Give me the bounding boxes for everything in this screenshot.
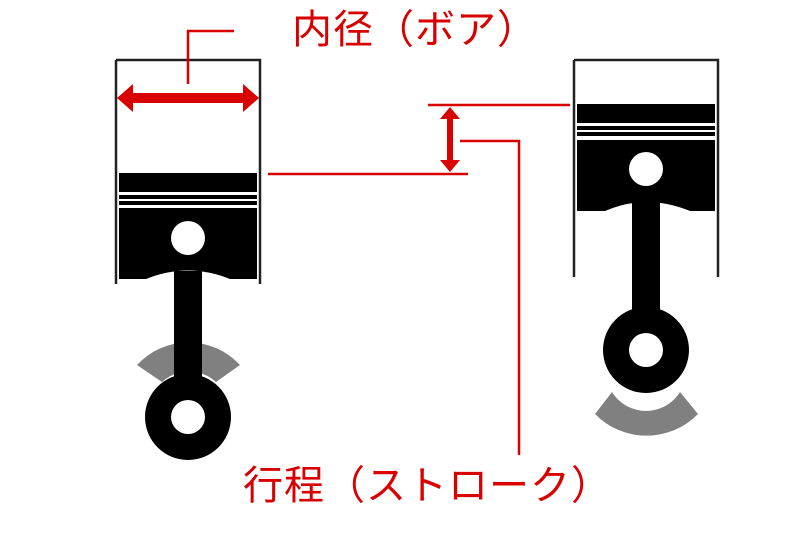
bore-leader-line [186,29,234,84]
stroke-annotation [268,103,570,455]
bore-label: 内径（ボア） [292,7,538,53]
right-big-end-hole [629,333,663,367]
left-piston-ring-1 [119,195,257,199]
right-cylinder-outline [572,58,720,277]
right-piston-pin-hole [629,152,663,186]
right-engine-assembly [572,58,720,436]
right-piston-crown [577,104,715,123]
left-piston-pin-hole [171,221,205,255]
left-big-end-hole [171,400,205,434]
right-piston-ring-2 [577,132,715,136]
left-cylinder-outline [114,58,262,284]
bore-annotation [117,29,259,112]
stroke-double-arrow [440,107,460,172]
right-piston-ring-1 [577,126,715,130]
right-crank-counterweight [595,392,698,436]
left-piston-crown [119,173,257,192]
right-connecting-rod [632,200,660,320]
left-connecting-rod [174,271,202,391]
stroke-label: 行程（ストローク） [243,463,612,509]
bore-double-arrow [117,84,259,112]
left-piston-ring-2 [119,201,257,205]
stroke-leader-line [460,139,521,455]
left-engine-assembly [114,58,262,460]
